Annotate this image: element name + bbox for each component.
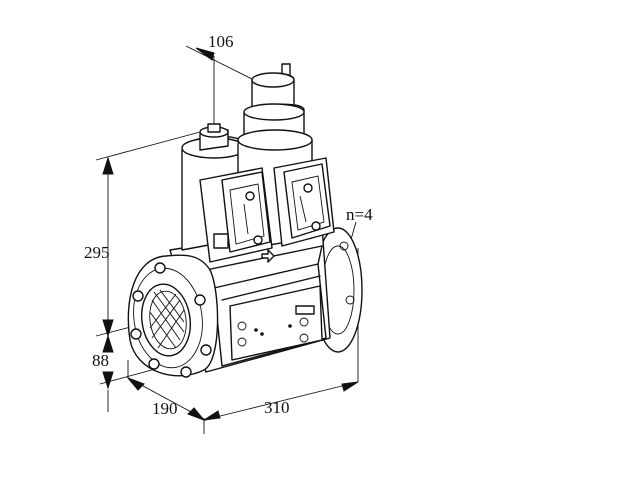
dim-106-label: 106 [208,32,234,51]
dim-310-label: 310 [264,398,290,417]
dim-88-label: 88 [92,351,109,370]
dimension-labels: 106 295 88 190 310 n=4 [84,32,373,418]
bolt-count-label: n=4 [346,205,373,224]
dim-295-label: 295 [84,243,110,262]
right-connector-housing [261,157,335,263]
left-connector-housing [199,167,273,263]
valve-body [127,225,363,378]
dim-190-label: 190 [152,399,178,418]
